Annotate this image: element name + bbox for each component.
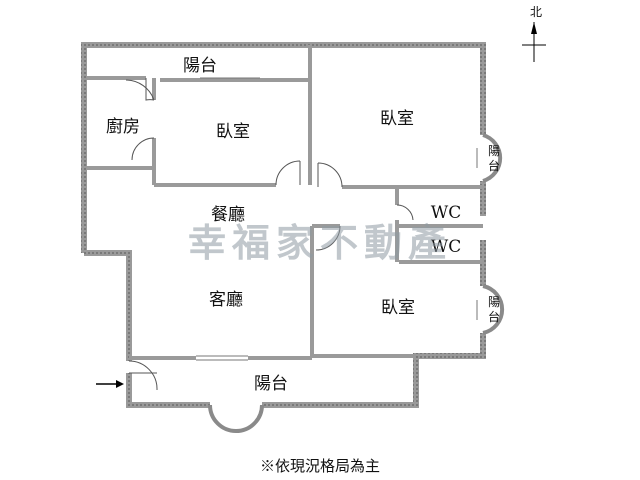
label-balcony-top: 陽台: [183, 56, 217, 76]
label-bedroom-3: 臥室: [381, 298, 415, 318]
layout-note: ※依現況格局為主: [259, 457, 380, 475]
door-swings: [125, 78, 414, 391]
label-wc-1: WC: [431, 203, 461, 223]
right-balcony-bumps: [482, 133, 505, 335]
label-balcony-right-1: 陽台: [488, 144, 500, 173]
watermark: 幸福家不動產: [188, 221, 452, 265]
north-arrow-icon: 北: [522, 5, 546, 62]
entry-arrow-icon: [96, 380, 124, 388]
interior-walls: [86, 45, 483, 360]
label-kitchen: 廚房: [106, 116, 140, 137]
label-bedroom-2: 臥室: [380, 109, 414, 129]
label-living: 客廳: [209, 290, 243, 310]
compass-label: 北: [530, 5, 542, 19]
bottom-bay: [208, 404, 264, 433]
label-balcony-bottom: 陽台: [254, 374, 288, 394]
label-dining: 餐廳: [211, 205, 245, 225]
label-wc-2: WC: [431, 237, 461, 257]
sliding-doors: [196, 77, 478, 361]
label-bedroom-1: 臥室: [216, 122, 250, 142]
label-balcony-right-2: 陽台: [488, 295, 500, 324]
